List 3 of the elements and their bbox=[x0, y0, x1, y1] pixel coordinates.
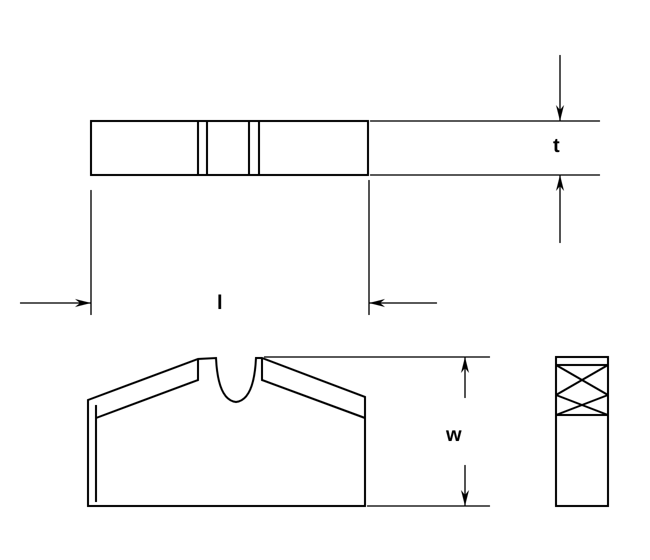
dimension-label: l bbox=[217, 293, 223, 313]
dimension-label: w bbox=[446, 425, 462, 445]
dimension-label: t bbox=[553, 136, 560, 156]
